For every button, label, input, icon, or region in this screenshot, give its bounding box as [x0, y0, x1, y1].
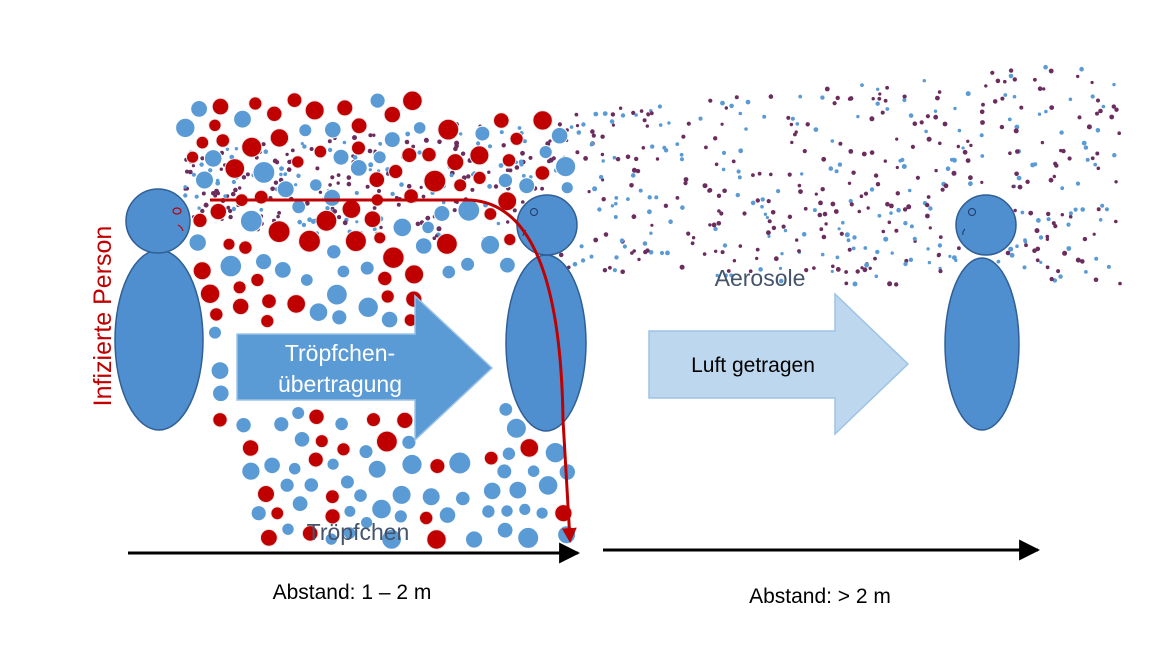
infected-person-label: Infizierte Person: [89, 226, 117, 407]
droplet-transmission-arrow: [236, 294, 494, 442]
person-left-eye: [172, 207, 182, 215]
infected-person-figure: [114, 188, 204, 431]
person-right-body: [944, 257, 1020, 431]
aerosols-label: Aerosole: [715, 265, 806, 291]
person-right-mouth: [962, 228, 966, 236]
distance-near-label: Abstand: 1 – 2 m: [273, 581, 432, 604]
droplet-arrow-label-line2: übertragung: [278, 371, 402, 397]
droplet-cloud: [175, 90, 577, 550]
right-person-figure: [944, 194, 1020, 431]
person-right-eye: [968, 208, 976, 216]
airborne-arrow: [648, 292, 910, 436]
person-right-head: [955, 194, 1017, 256]
droplet-arrow-label-line1: Tröpfchen-: [285, 340, 395, 366]
droplets-label: Tröpfchen: [307, 519, 410, 545]
person-left-head: [125, 188, 191, 254]
person-left-mouth: [177, 224, 184, 232]
distance-far-label: Abstand: > 2 m: [749, 585, 891, 608]
middle-person-figure: [505, 194, 587, 432]
airborne-arrow-label: Luft getragen: [691, 354, 815, 377]
person-left-body: [114, 249, 204, 431]
person-middle-head: [516, 194, 578, 256]
person-middle-eye: [530, 208, 538, 216]
droplet-trajectory-line: [210, 198, 577, 543]
